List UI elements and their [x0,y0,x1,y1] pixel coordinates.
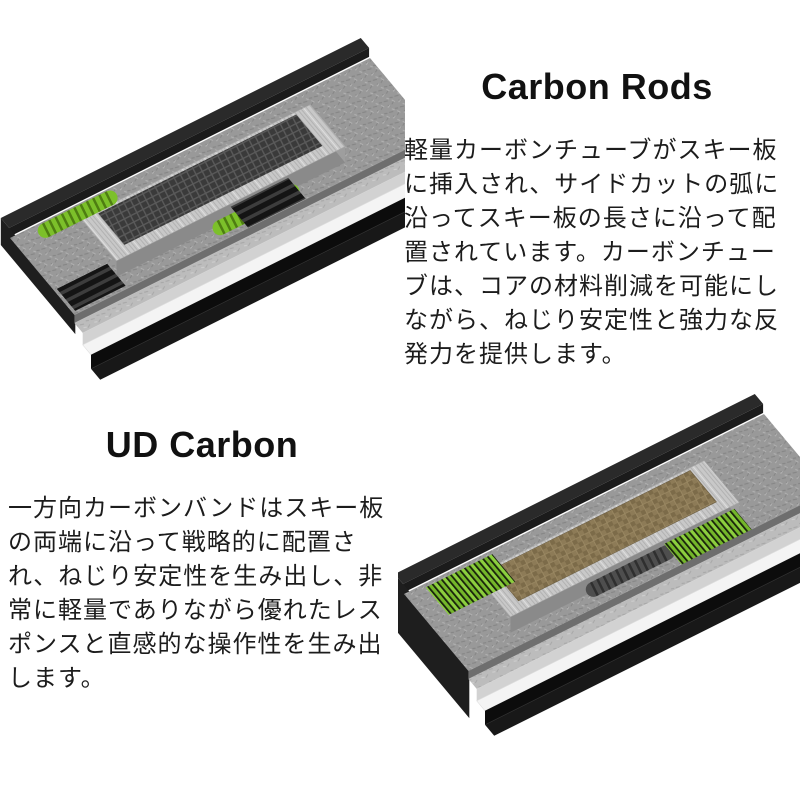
ud-carbon-section: UD Carbon 一方向カーボンバンドはスキー板の両端に沿って戦略的に配置され… [8,424,396,696]
ud-carbon-title: UD Carbon [105,424,299,465]
carbon-rods-cutaway-svg [0,38,405,380]
carbon-rods-section: Carbon Rods 軽量カーボンチューブがスキー板に挿入され、サイドカットの… [404,66,790,373]
ud-carbon-cutaway-svg [398,394,800,736]
carbon-rods-cutaway-illustration [0,38,405,395]
ud-carbon-description: 一方向カーボンバンドはスキー板の両端に沿って戦略的に配置され、ねじり安定性を生み… [8,495,385,693]
ud-carbon-cutaway-illustration [398,388,800,752]
carbon-rods-title: Carbon Rods [481,66,713,107]
carbon-rods-description: 軽量カーボンチューブがスキー板に挿入され、サイドカットの弧に沿ってスキー板の長さ… [404,137,780,369]
